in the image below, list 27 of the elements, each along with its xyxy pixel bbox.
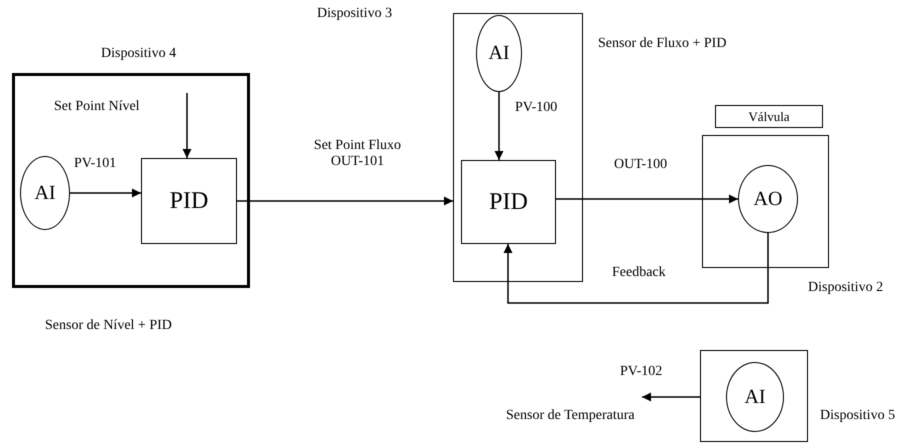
arrow — [504, 233, 769, 304]
device-box — [700, 350, 808, 442]
arrow — [494, 92, 504, 160]
device-caption: Sensor de Fluxo + PID — [598, 36, 726, 52]
arrow — [70, 188, 141, 198]
device-heading: Dispositivo 4 — [101, 46, 176, 62]
block-label: AI — [34, 182, 56, 204]
device-caption: Sensor de Nível + PID — [45, 318, 172, 334]
block-label: PID — [170, 188, 208, 214]
function-block — [141, 158, 237, 244]
block-label: AI — [744, 386, 766, 408]
arrow — [182, 93, 192, 158]
function-block — [715, 105, 823, 128]
function-block — [461, 160, 556, 244]
device-caption: Dispositivo 5 — [820, 408, 896, 424]
device-name: Válvula — [748, 108, 790, 124]
block-label: AI — [488, 42, 510, 65]
block-label: PID — [489, 188, 528, 216]
device-box — [702, 135, 829, 268]
function-block-ellipse — [476, 15, 522, 92]
device-heading: Dispositivo 3 — [317, 6, 392, 22]
block-label: AO — [754, 188, 782, 210]
sensor-caption: Sensor de Temperatura — [506, 408, 635, 424]
arrow — [642, 392, 700, 402]
arrow — [556, 194, 738, 204]
device-caption: Dispositivo 2 — [808, 280, 884, 296]
arrow — [237, 196, 453, 206]
